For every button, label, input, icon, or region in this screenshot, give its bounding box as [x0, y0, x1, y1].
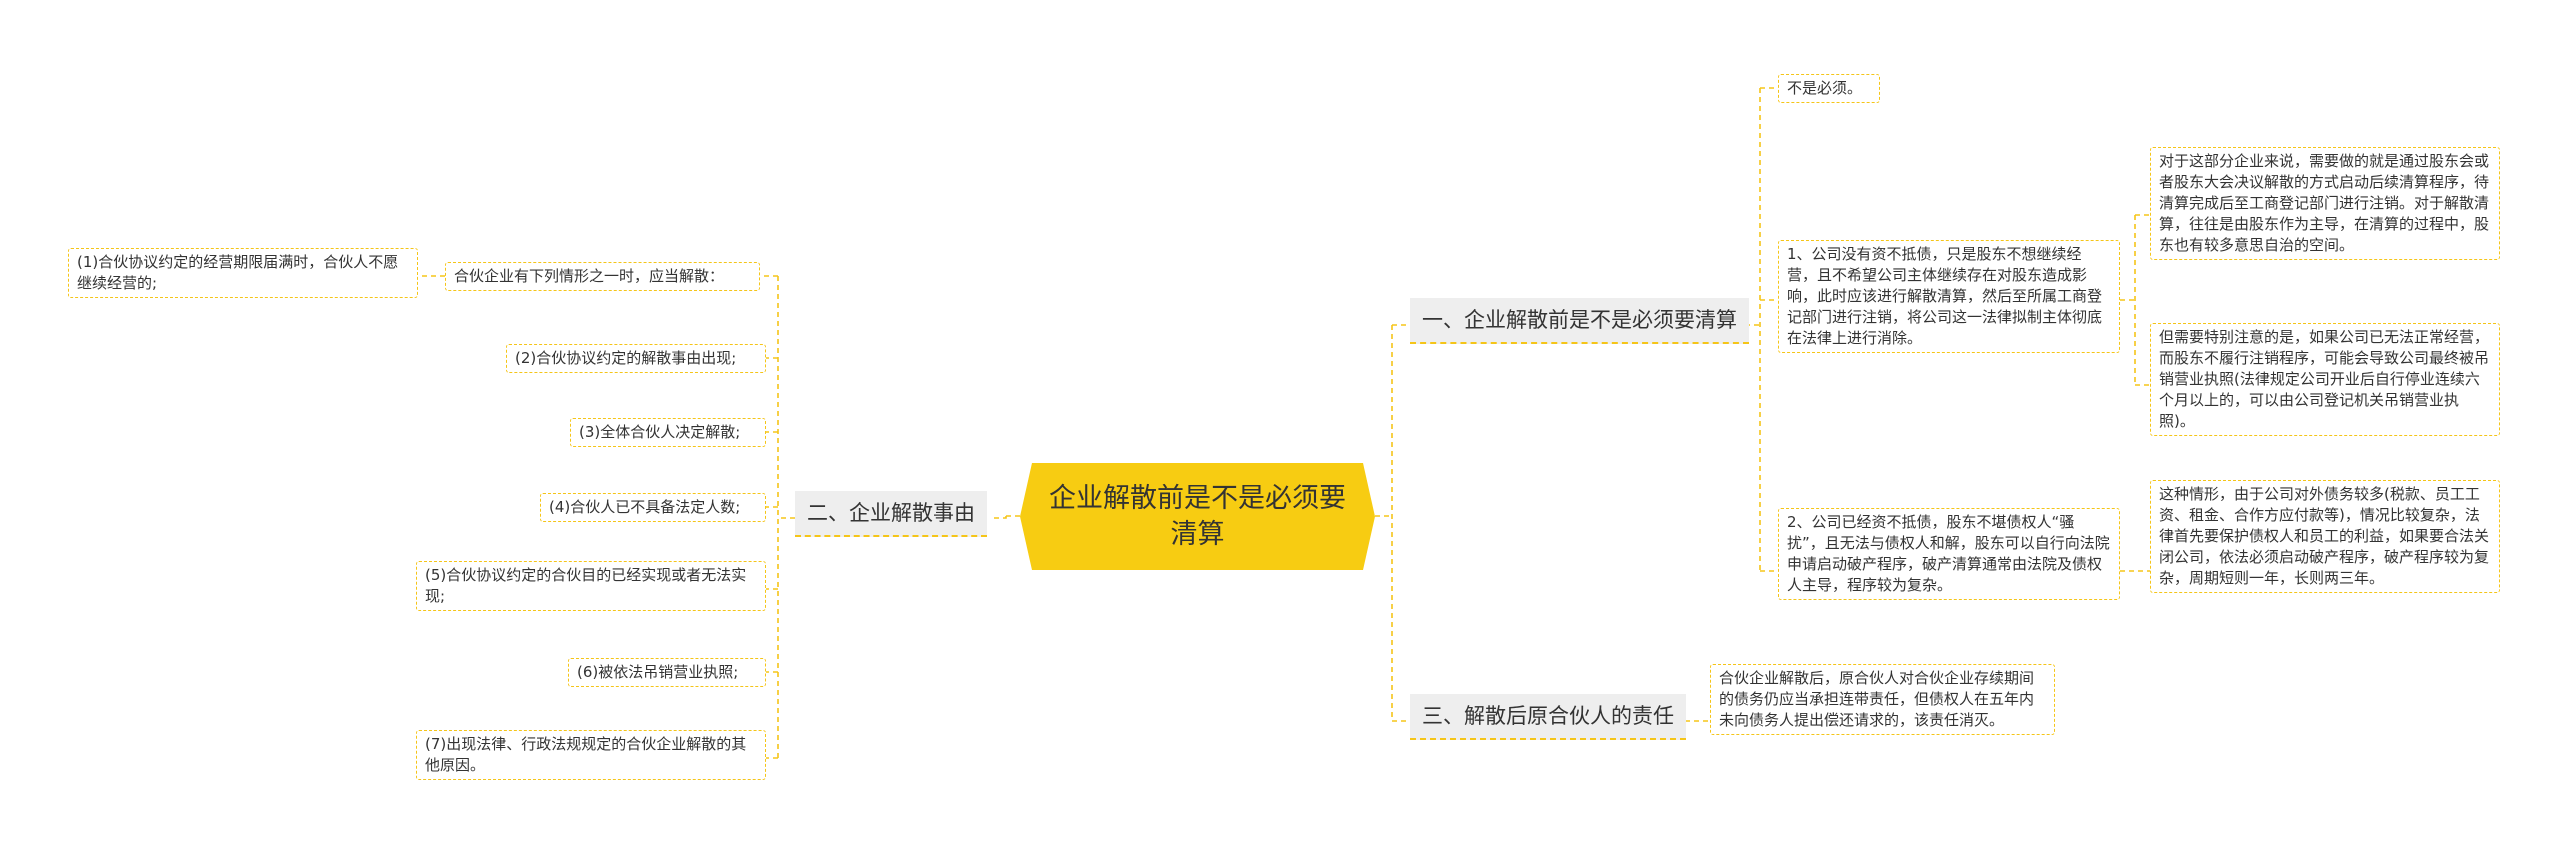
- reason-item-5: (5)合伙协议约定的合伙目的已经实现或者无法实现;: [416, 561, 766, 611]
- case-insolvent-bankruptcy: 2、公司已经资不抵债，股东不堪债权人“骚扰”，且无法与债权人和解，股东可以自行向…: [1778, 508, 2120, 600]
- reason-item-2: (2)合伙协议约定的解散事由出现;: [506, 344, 766, 373]
- partner-liability-text: 合伙企业解散后，原合伙人对合伙企业存续期间的债务仍应当承担连带责任，但债权人在五…: [1710, 664, 2055, 735]
- answer-not-required: 不是必须。: [1778, 74, 1880, 103]
- root-node-shape: [1020, 463, 1375, 570]
- note-bankruptcy-procedure: 这种情形，由于公司对外债务较多(税款、员工工资、租金、合作方应付款等)，情况比较…: [2150, 480, 2500, 593]
- reason-item-7: (7)出现法律、行政法规规定的合伙企业解散的其他原因。: [416, 730, 766, 780]
- case-solvent-dissolution: 1、公司没有资不抵债，只是股东不想继续经营，且不希望公司主体继续存在对股东造成影…: [1778, 240, 2120, 353]
- note-license-revocation: 但需要特别注意的是，如果公司已无法正常经营，而股东不履行注销程序，可能会导致公司…: [2150, 323, 2500, 436]
- reason-item-3: (3)全体合伙人决定解散;: [570, 418, 766, 447]
- reason-term-expired: (1)合伙协议约定的经营期限届满时，合伙人不愿继续经营的;: [68, 248, 418, 298]
- branch-partner-liability: 三、解散后原合伙人的责任: [1410, 694, 1686, 740]
- reason-item-6: (6)被依法吊销营业执照;: [568, 658, 766, 687]
- branch-necessity-of-liquidation: 一、企业解散前是不是必须要清算: [1410, 298, 1749, 344]
- note-shareholder-resolution: 对于这部分企业来说，需要做的就是通过股东会或者股东大会决议解散的方式启动后续清算…: [2150, 147, 2500, 260]
- branch-dissolution-reasons: 二、企业解散事由: [795, 491, 987, 537]
- dissolution-intro: 合伙企业有下列情形之一时，应当解散：: [445, 262, 760, 291]
- reason-item-4: (4)合伙人已不具备法定人数;: [540, 493, 766, 522]
- root-title: 企业解散前是不是必须要清算: [1049, 483, 1346, 550]
